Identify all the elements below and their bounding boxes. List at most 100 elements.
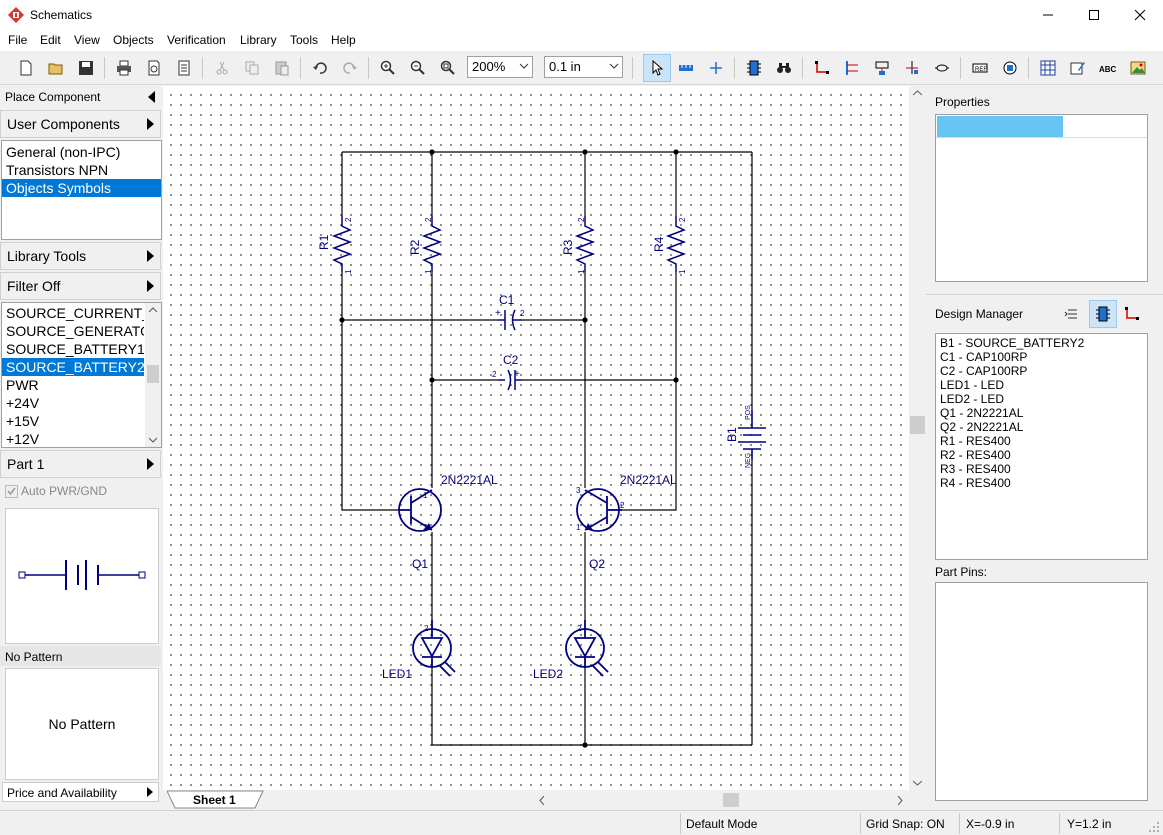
menu-view[interactable]: View — [74, 33, 100, 47]
list-item[interactable]: +24V — [6, 395, 40, 411]
library-list[interactable]: General (non-IPC) Transistors NPN Object… — [1, 140, 162, 240]
wire-tool-button[interactable] — [810, 56, 834, 80]
nets-view-icon[interactable] — [1124, 306, 1140, 322]
scroll-thumb[interactable] — [910, 416, 925, 434]
scroll-left-icon[interactable] — [539, 796, 545, 805]
text-tool-button[interactable]: ABC — [1096, 56, 1120, 80]
save-button[interactable] — [74, 56, 98, 80]
library-tools-dropdown[interactable]: Library Tools — [0, 242, 161, 270]
menu-verification[interactable]: Verification — [167, 33, 226, 47]
chevron-right-icon — [147, 787, 153, 797]
report-button[interactable] — [172, 56, 196, 80]
place-component-header[interactable]: Place Component — [0, 86, 161, 108]
paste-button[interactable] — [270, 56, 294, 80]
schematic-canvas[interactable]: R1 R2 R3 R4 2 1 2 1 2 1 2 1 2 2 1 2 3 2 … — [163, 86, 909, 790]
cut-button[interactable] — [210, 56, 234, 80]
menu-tools[interactable]: Tools — [290, 33, 319, 47]
resize-grip-icon[interactable] — [1148, 821, 1160, 833]
list-item-selected[interactable]: Objects Symbols — [2, 179, 161, 197]
measure-tool-button[interactable] — [674, 56, 698, 80]
menu-help[interactable]: Help — [331, 33, 356, 47]
user-components-dropdown[interactable]: User Components — [0, 110, 161, 138]
svg-text:2: 2 — [577, 217, 586, 222]
menu-edit[interactable]: Edit — [40, 33, 61, 47]
properties-title: Properties — [935, 95, 990, 109]
grid-select[interactable]: 0.1 in — [544, 56, 623, 78]
redo-button[interactable] — [338, 56, 362, 80]
new-document-icon — [20, 60, 32, 76]
list-item[interactable]: LED2 - LED — [940, 392, 1005, 406]
filter-dropdown[interactable]: Filter Off — [0, 272, 161, 300]
zoom-in-button[interactable] — [376, 56, 400, 80]
list-item[interactable]: SOURCE_CURRENT_( — [6, 305, 144, 321]
auto-pwr-checkbox[interactable]: Auto PWR/GND — [5, 484, 155, 500]
place-part-button[interactable] — [742, 56, 766, 80]
select-tool-button[interactable] — [643, 54, 671, 82]
list-item[interactable]: R1 - RES400 — [940, 434, 1011, 448]
new-button[interactable] — [14, 56, 38, 80]
minimize-button[interactable] — [1025, 0, 1071, 30]
design-manager-list[interactable]: B1 - SOURCE_BATTERY2 C1 - CAP100RP C2 - … — [935, 333, 1148, 560]
scroll-thumb[interactable] — [147, 365, 159, 383]
copy-button[interactable] — [240, 56, 264, 80]
component-button[interactable] — [998, 56, 1022, 80]
print-preview-button[interactable] — [142, 56, 166, 80]
left-panel: Place Component User Components General … — [0, 86, 163, 810]
copy-icon — [245, 61, 259, 75]
list-item[interactable]: Q2 - 2N2221AL — [940, 420, 1024, 434]
list-item[interactable]: R2 - RES400 — [940, 448, 1011, 462]
find-button[interactable] — [772, 56, 796, 80]
wire-icon — [815, 61, 829, 74]
open-button[interactable] — [44, 56, 68, 80]
tab-sheet-1[interactable]: Sheet 1 — [193, 793, 236, 807]
canvas-vertical-scrollbar[interactable] — [909, 86, 926, 790]
symbol-list-scrollbar[interactable] — [145, 303, 161, 447]
zoom-select[interactable]: 200% — [467, 56, 533, 78]
zoom-fit-button[interactable] — [436, 56, 460, 80]
list-item[interactable]: PWR — [6, 377, 39, 393]
svg-text:+: + — [495, 308, 501, 319]
list-item[interactable]: Q1 - 2N2221AL — [940, 406, 1024, 420]
list-item[interactable]: SOURCE_BATTERY1 — [6, 341, 144, 357]
ref-des-button[interactable]: REF — [968, 56, 992, 80]
list-item[interactable]: B1 - SOURCE_BATTERY2 — [940, 336, 1085, 350]
menu-library[interactable]: Library — [240, 33, 277, 47]
list-item[interactable]: +15V — [6, 413, 40, 429]
list-item[interactable]: LED1 - LED — [940, 378, 1005, 392]
list-item[interactable]: R4 - RES400 — [940, 476, 1011, 490]
menu-file[interactable]: File — [8, 33, 28, 47]
image-tool-button[interactable] — [1126, 56, 1150, 80]
bus-tool-button[interactable] — [840, 56, 864, 80]
origin-tool-button[interactable] — [704, 56, 728, 80]
list-item[interactable]: C2 - CAP100RP — [940, 364, 1028, 378]
list-item[interactable]: R3 - RES400 — [940, 462, 1011, 476]
transistor-q1 — [398, 488, 442, 532]
part-dropdown[interactable]: Part 1 — [0, 450, 161, 478]
list-item-selected[interactable]: SOURCE_BATTERY2 — [2, 358, 144, 376]
scroll-right-icon[interactable] — [897, 796, 903, 805]
net-port-button[interactable] — [870, 56, 894, 80]
edit-properties-button[interactable] — [1066, 56, 1090, 80]
list-item[interactable]: General (non-IPC) — [6, 144, 121, 160]
parts-view-button[interactable] — [1089, 300, 1117, 328]
maximize-button[interactable] — [1071, 0, 1117, 30]
print-button[interactable] — [112, 56, 136, 80]
menu-objects[interactable]: Objects — [113, 33, 154, 47]
undo-button[interactable] — [308, 56, 332, 80]
list-item[interactable]: C1 - CAP100RP — [940, 350, 1028, 364]
properties-panel[interactable] — [935, 114, 1148, 282]
part-pins-list[interactable] — [935, 582, 1148, 801]
list-item[interactable]: Transistors NPN — [6, 162, 109, 178]
table-button[interactable] — [1036, 56, 1060, 80]
power-port-button[interactable] — [900, 56, 924, 80]
net-link-button[interactable] — [930, 56, 954, 80]
scroll-up-icon — [149, 307, 157, 313]
collapse-tree-icon[interactable] — [1064, 306, 1080, 322]
close-button[interactable] — [1117, 0, 1163, 30]
horizontal-scroll-thumb[interactable] — [723, 793, 739, 807]
list-item[interactable]: +12V — [6, 431, 40, 447]
price-availability-button[interactable]: Price and Availability — [2, 782, 159, 802]
zoom-out-button[interactable] — [406, 56, 430, 80]
symbol-list[interactable]: SOURCE_CURRENT_( SOURCE_GENERATO SOURCE_… — [1, 302, 162, 448]
list-item[interactable]: SOURCE_GENERATO — [6, 323, 144, 339]
